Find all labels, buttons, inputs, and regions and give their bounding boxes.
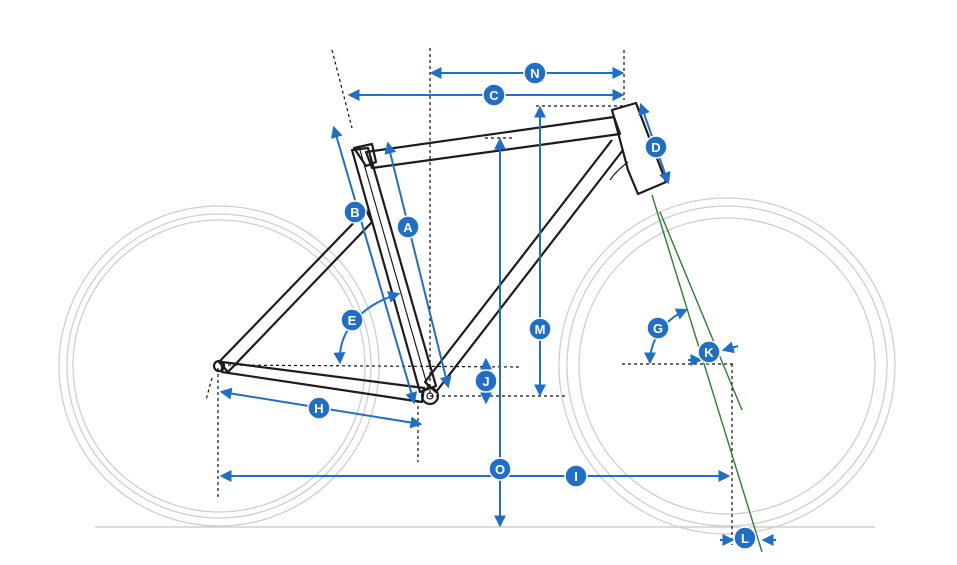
fork-blade-line (659, 211, 743, 411)
label-i: I (574, 469, 578, 484)
label-e: E (348, 313, 357, 328)
label-m: M (535, 322, 546, 337)
label-o: O (495, 462, 505, 477)
label-h: H (314, 401, 323, 416)
label-badge-n: N (523, 61, 547, 85)
bike-frame (212, 101, 668, 406)
label-l: L (741, 531, 749, 546)
dim-a (384, 141, 452, 389)
label-badge-m: M (528, 317, 552, 341)
label-d: D (651, 140, 660, 155)
label-badge-j: J (474, 369, 498, 393)
label-badge-h: H (307, 396, 331, 420)
label-badge-a: A (396, 215, 420, 239)
label-badge-d: D (644, 135, 668, 159)
label-badge-g: G (646, 316, 670, 340)
label-badge-c: C (482, 83, 506, 107)
label-j: J (482, 374, 489, 389)
label-a: A (403, 220, 413, 235)
label-b: B (350, 205, 359, 220)
label-c: C (489, 88, 499, 103)
label-n: N (530, 66, 539, 81)
construction-guides (205, 48, 736, 545)
label-badge-k: K (697, 340, 721, 364)
steering-axis-line (651, 194, 763, 553)
label-badge-l: L (733, 526, 757, 550)
front-wheel (558, 197, 896, 535)
label-badge-i: I (564, 464, 588, 488)
dim-k-right (721, 341, 739, 354)
label-badge-b: B (343, 200, 367, 224)
label-k: K (704, 345, 714, 360)
label-badge-e: E (340, 308, 364, 332)
label-badge-o: O (488, 457, 512, 481)
label-g: G (653, 321, 663, 336)
